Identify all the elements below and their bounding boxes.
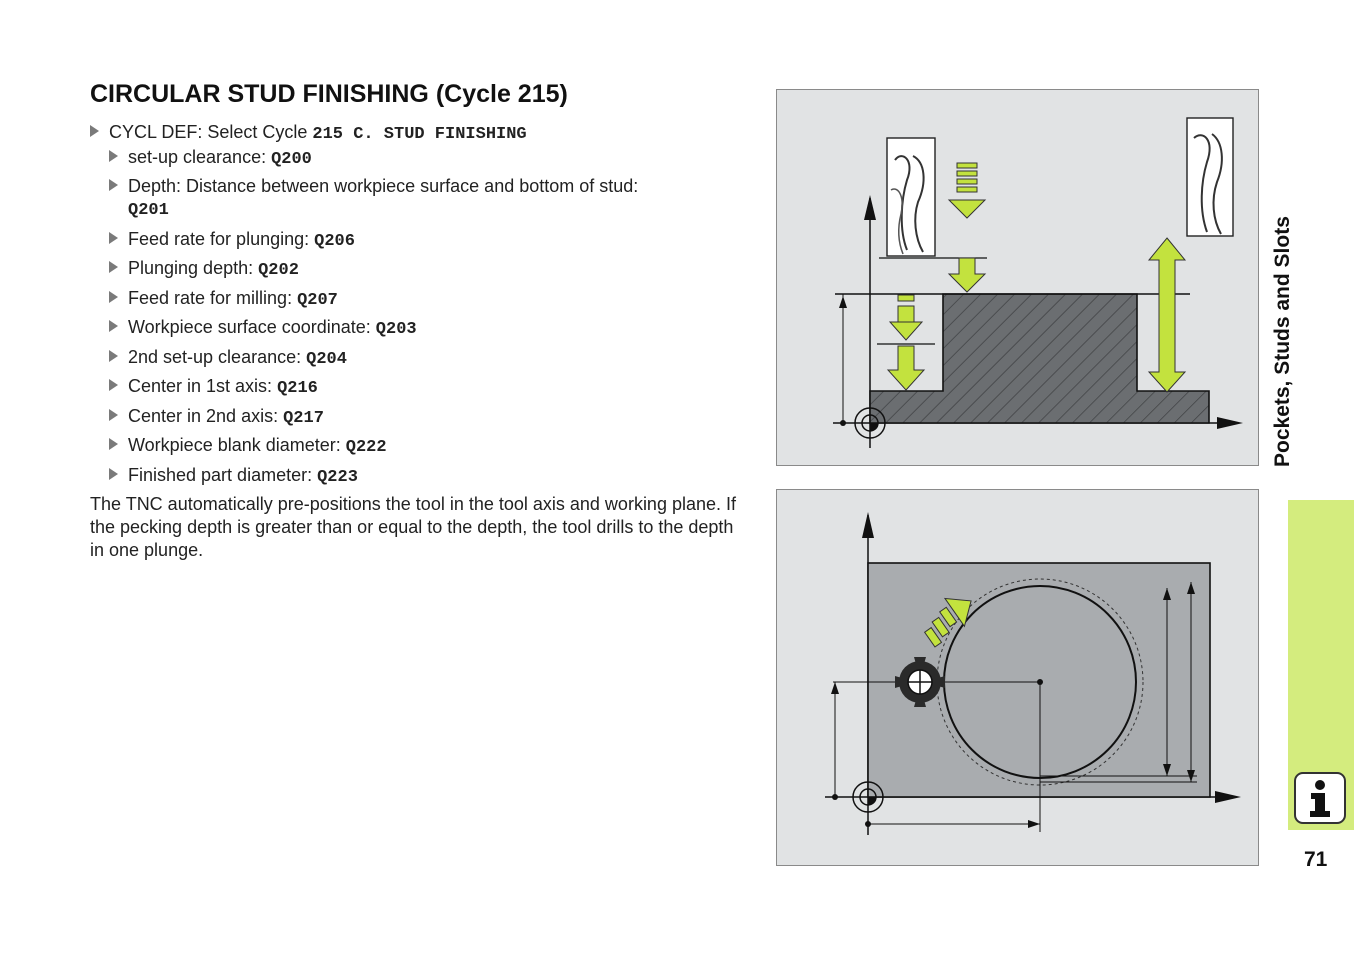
step-item: Feed rate for milling: Q207 — [109, 287, 338, 312]
info-icon[interactable] — [1294, 772, 1346, 824]
triangle-bullet-icon — [109, 409, 118, 421]
step-code: Q206 — [314, 232, 355, 251]
step-item: Finished part diameter: Q223 — [109, 464, 358, 489]
triangle-bullet-icon — [109, 291, 118, 303]
step-item: Depth: Distance between workpiece surfac… — [109, 175, 638, 222]
step-code: Q202 — [258, 261, 299, 280]
page-number: 71 — [1304, 848, 1328, 871]
step-text: Depth: Distance between workpiece surfac… — [128, 176, 639, 196]
step-text: Plunging depth: — [128, 258, 259, 278]
top-view-figure — [776, 489, 1259, 866]
step-code: Q204 — [306, 350, 347, 369]
description-paragraph: The TNC automatically pre-positions the … — [90, 494, 737, 560]
step-code: Q201 — [128, 201, 169, 220]
triangle-bullet-icon — [109, 150, 118, 162]
top-view-diagram — [825, 512, 1241, 835]
step-item: Workpiece surface coordinate: Q203 — [109, 316, 417, 341]
triangle-bullet-icon — [109, 379, 118, 391]
side-view-diagram — [833, 117, 1243, 448]
step-code: Q222 — [345, 438, 387, 457]
triangle-bullet-icon — [90, 125, 99, 137]
triangle-bullet-icon — [109, 438, 118, 450]
step-code: 215 C. STUD FINISHING — [312, 125, 527, 144]
triangle-bullet-icon — [109, 350, 118, 362]
triangle-bullet-icon — [109, 320, 118, 332]
step-text: set-up clearance: — [128, 147, 272, 167]
side-section-title: Pockets, Studs and Slots — [1271, 216, 1294, 467]
step-text: 2nd set-up clearance: — [128, 347, 307, 367]
triangle-bullet-icon — [109, 232, 118, 244]
step-item: Workpiece blank diameter: Q222 — [109, 434, 387, 459]
step-code: Q216 — [277, 379, 318, 398]
step-code: Q207 — [297, 291, 338, 310]
triangle-bullet-icon — [109, 179, 118, 191]
triangle-bullet-icon — [109, 468, 118, 480]
side-view-figure — [776, 89, 1259, 466]
step-code: Q203 — [375, 320, 417, 339]
step-item: Feed rate for plunging: Q206 — [109, 228, 355, 253]
step-code: Q200 — [271, 150, 312, 169]
step-text: CYCL DEF: Select Cycle — [109, 122, 313, 142]
step-text: Feed rate for milling: — [128, 288, 298, 308]
step-text: Finished part diameter: — [128, 465, 318, 485]
step-text: Feed rate for plunging: — [128, 229, 315, 249]
step-item: 2nd set-up clearance: Q204 — [109, 346, 347, 371]
section-title: CIRCULAR STUD FINISHING (Cycle 215) — [90, 80, 568, 108]
info-glyph — [1310, 780, 1330, 817]
step-item: Center in 1st axis: Q216 — [109, 375, 318, 400]
step-text: Workpiece blank diameter: — [128, 435, 346, 455]
step-item: Plunging depth: Q202 — [109, 257, 299, 282]
step-item: CYCL DEF: Select Cycle 215 C. STUD FINIS… — [90, 121, 527, 146]
step-item: Center in 2nd axis: Q217 — [109, 405, 324, 430]
step-code: Q217 — [283, 409, 324, 428]
step-item: set-up clearance: Q200 — [109, 146, 312, 171]
triangle-bullet-icon — [109, 261, 118, 273]
step-text: Center in 1st axis: — [128, 376, 278, 396]
step-text: Workpiece surface coordinate: — [128, 317, 376, 337]
step-code: Q223 — [317, 468, 358, 487]
step-text: Center in 2nd axis: — [128, 406, 284, 426]
